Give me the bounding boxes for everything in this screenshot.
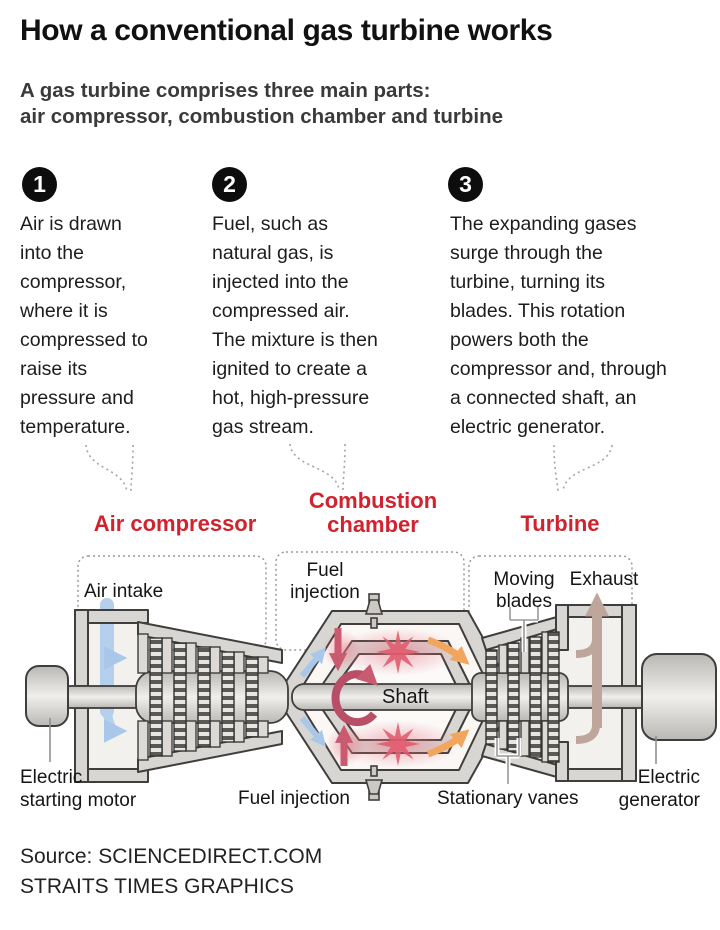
- label-electric-generator: Electric generator: [618, 767, 700, 811]
- label-air-intake: Air intake: [84, 581, 164, 602]
- turbine-box: [468, 555, 633, 651]
- leader-funnels: [85, 443, 613, 493]
- step-1-text: Air is drawn into the compressor, where …: [20, 213, 148, 438]
- subtitle: A gas turbine comprises three main parts…: [20, 79, 504, 128]
- fuel-injector-bottom: [364, 765, 384, 801]
- air-compressor-box: [77, 555, 267, 651]
- step-3-badge: 3: [448, 167, 483, 202]
- source-line: Source: SCIENCEDIRECT.COM: [20, 845, 323, 868]
- label-shaft: Shaft: [382, 686, 429, 708]
- step-1-number: 1: [33, 171, 46, 197]
- step-2-text: Fuel, such as natural gas, is injected i…: [212, 213, 378, 438]
- label-fuel-injection-top: Fuel injection: [290, 560, 360, 603]
- section-label-air-compressor: Air compressor: [93, 511, 257, 536]
- step-2-badge: 2: [212, 167, 247, 202]
- shaft-left: [55, 685, 149, 709]
- moving-blades-bracket: [509, 607, 539, 652]
- electric-generator: [641, 653, 717, 741]
- step-1-badge: 1: [22, 167, 57, 202]
- credit-line: STRAITS TIMES GRAPHICS: [20, 875, 294, 898]
- shaft-right: [557, 685, 651, 709]
- exhaust-flow-arrow: [575, 592, 610, 744]
- pointer-lines: [49, 607, 657, 784]
- label-electric-starting-motor: Electric starting motor: [20, 767, 137, 811]
- section-label-combustion-chamber: Combustion chamber: [308, 488, 438, 537]
- shaft-rotation-arrow: [331, 663, 379, 727]
- compressor-stator-vanes: [137, 633, 269, 761]
- step-3-number: 3: [459, 171, 472, 197]
- flame-star-bottom: [376, 722, 420, 766]
- stationary-vanes-bracket: [496, 738, 520, 784]
- step-3-text: The expanding gases surge through the tu…: [450, 213, 667, 438]
- flame-star-top: [376, 630, 420, 674]
- label-moving-blades: Moving blades: [493, 569, 555, 612]
- electric-starting-motor: [25, 665, 69, 727]
- compressor-rotor-blades: [149, 637, 259, 757]
- section-label-turbine: Turbine: [520, 511, 600, 536]
- step-2-number: 2: [223, 171, 236, 197]
- combustion-flow-arrows: [299, 628, 470, 766]
- fuel-injector-top: [364, 593, 384, 629]
- turbine-rotor-blades: [485, 631, 560, 763]
- label-fuel-injection-bottom: Fuel injection: [238, 788, 350, 809]
- label-exhaust: Exhaust: [569, 569, 639, 590]
- label-stationary-vanes: Stationary vanes: [437, 788, 579, 809]
- page-title: How a conventional gas turbine works: [20, 14, 553, 47]
